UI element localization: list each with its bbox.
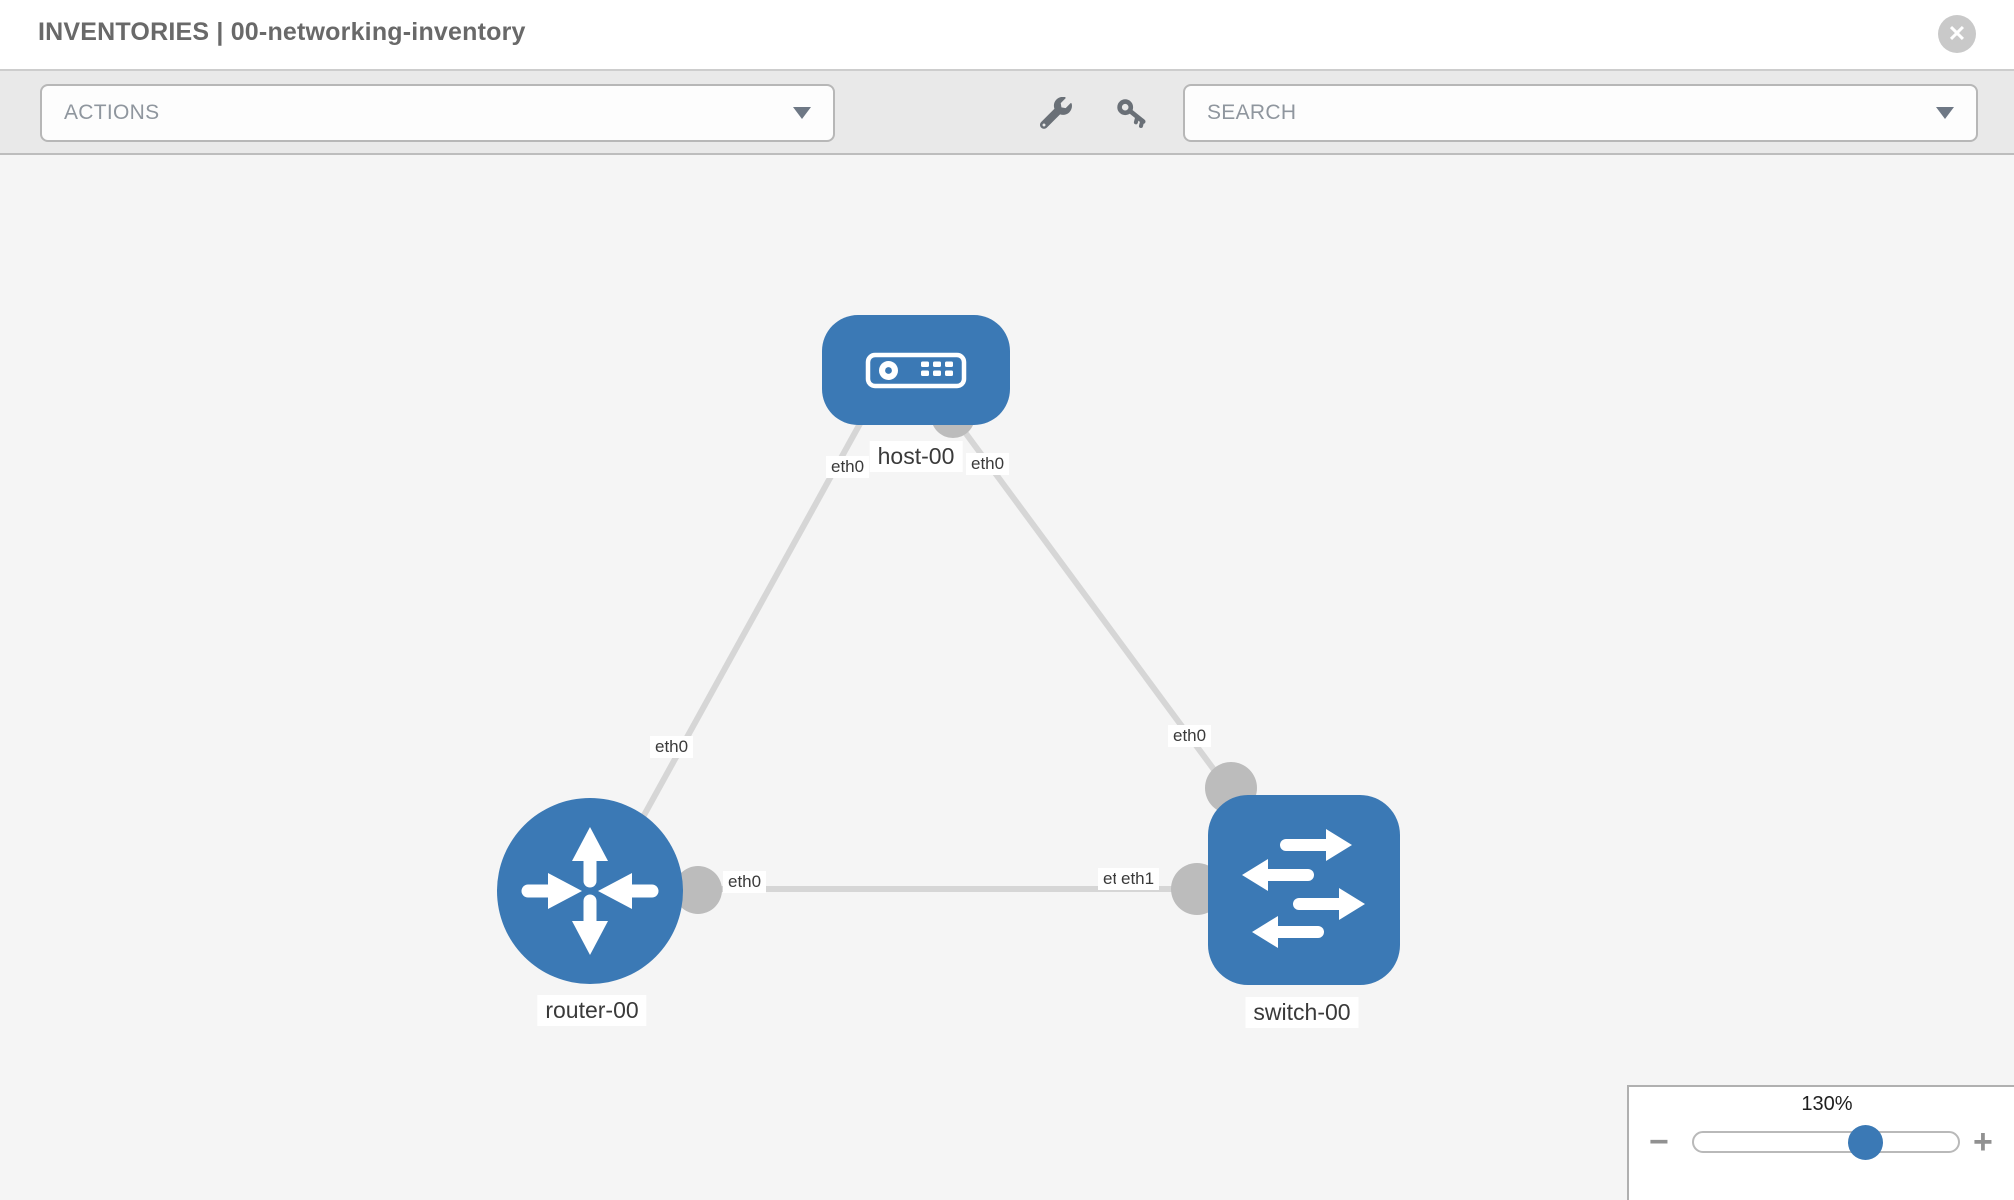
iface-label-host-right: eth0 [966, 453, 1010, 475]
header: INVENTORIES | 00-networking-inventory ✕ [0, 0, 2014, 71]
host-icon [865, 352, 967, 389]
zoom-level: 130% [1801, 1093, 1853, 1115]
node-switch-00[interactable] [1208, 795, 1400, 985]
zoom-slider-handle[interactable] [1848, 1125, 1883, 1160]
topology-graph [497, 315, 1400, 985]
iface-label-host-left: eth0 [826, 456, 870, 478]
links [597, 414, 1243, 897]
topology-canvas[interactable]: host-00 router-00 switch-00 eth0 eth0 et… [0, 155, 2014, 1200]
iface-label-host-switch: eth0 [1168, 725, 1212, 747]
router-icon [521, 827, 659, 955]
node-label-router-00: router-00 [537, 995, 647, 1026]
node-host-00[interactable] [822, 315, 1010, 425]
switch-icon [1242, 829, 1365, 948]
connector-router-eth0[interactable] [674, 866, 722, 914]
search-dropdown-label: SEARCH [1207, 101, 1297, 124]
wrench-icon[interactable] [1040, 97, 1072, 129]
toolbar: ACTIONS SEARCH [0, 71, 2014, 155]
node-router-00[interactable] [497, 798, 683, 984]
node-label-switch-00: switch-00 [1245, 997, 1359, 1028]
zoom-slider-track[interactable] [1692, 1131, 1960, 1153]
chevron-down-icon [793, 107, 811, 119]
search-dropdown[interactable]: SEARCH [1183, 84, 1978, 142]
chevron-down-icon [1936, 107, 1954, 119]
zoom-out-button[interactable]: − [1649, 1123, 1669, 1161]
actions-dropdown-label: ACTIONS [64, 101, 160, 124]
iface-label-router-host: eth0 [650, 736, 694, 758]
iface-label-router-eth0: eth0 [723, 871, 767, 893]
key-icon[interactable] [1116, 97, 1148, 129]
toolbar-icons [1040, 71, 1148, 155]
iface-label-switch-eth1: eth1 [1116, 868, 1160, 890]
zoom-in-button[interactable]: + [1973, 1123, 1993, 1161]
actions-dropdown[interactable]: ACTIONS [40, 84, 835, 142]
zoom-panel: 130% − + [1627, 1085, 2014, 1200]
close-icon[interactable]: ✕ [1938, 15, 1976, 53]
node-label-host-00: host-00 [869, 441, 963, 472]
page-title: INVENTORIES | 00-networking-inventory [38, 18, 526, 46]
